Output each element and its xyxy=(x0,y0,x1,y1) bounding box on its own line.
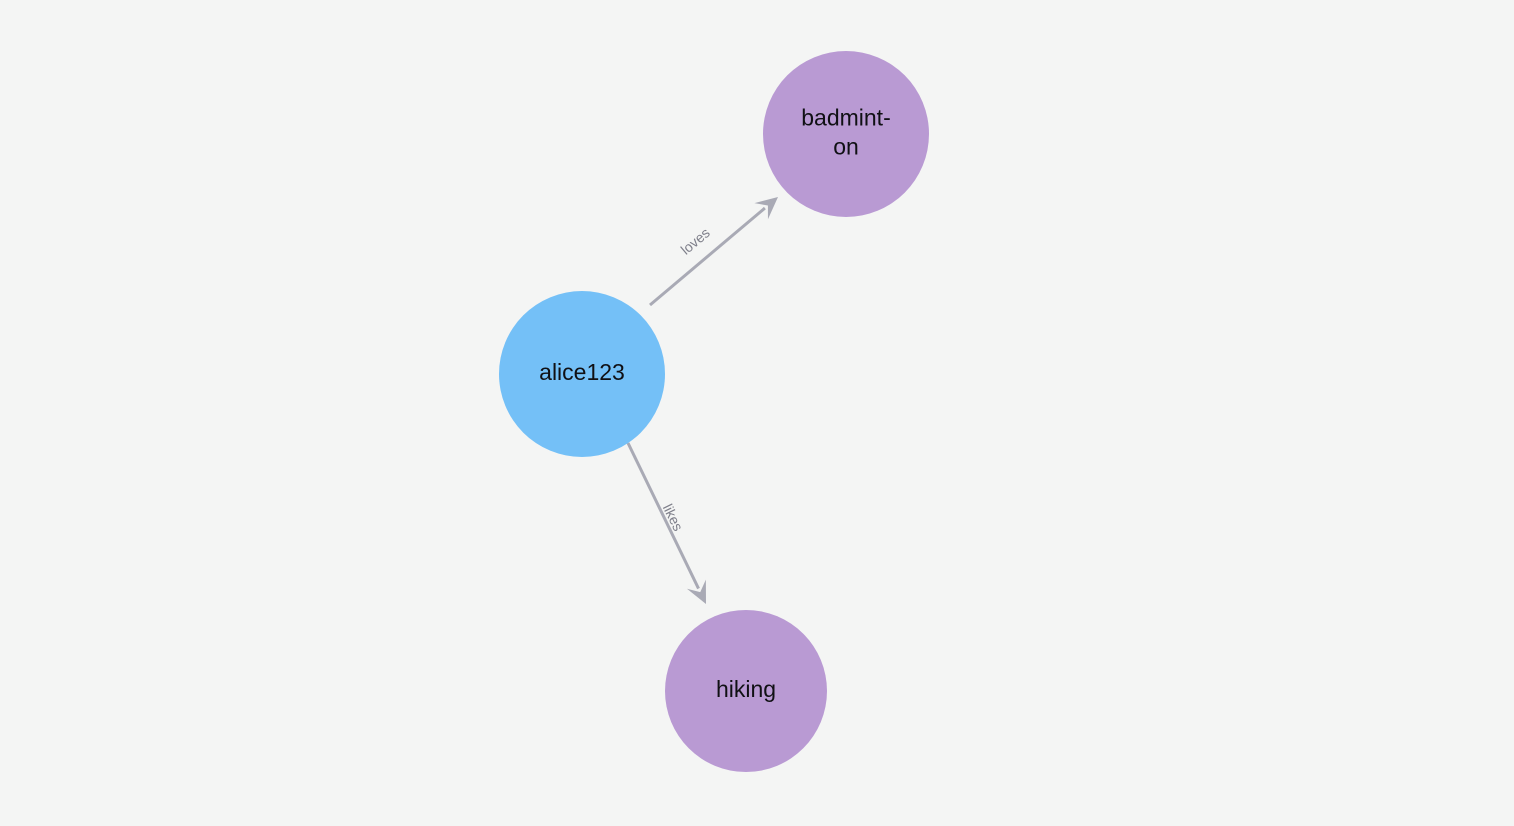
node-circle[interactable] xyxy=(665,610,827,772)
nodes-layer: alice123 badmint-on hiking xyxy=(499,51,929,772)
node-circle[interactable] xyxy=(499,291,665,457)
graph-edge[interactable]: loves xyxy=(649,197,778,307)
graph-node-badminton[interactable]: badmint-on xyxy=(763,51,929,217)
edge-arrowhead xyxy=(686,579,706,604)
edge-line xyxy=(626,442,700,590)
edge-line xyxy=(649,206,766,307)
edge-arrowhead xyxy=(754,197,778,220)
edge-label: loves xyxy=(678,224,713,257)
graph-node-hiking[interactable]: hiking xyxy=(665,610,827,772)
graph-edge[interactable]: likes xyxy=(626,442,706,604)
graph-node-alice123[interactable]: alice123 xyxy=(499,291,665,457)
node-circle[interactable] xyxy=(763,51,929,217)
